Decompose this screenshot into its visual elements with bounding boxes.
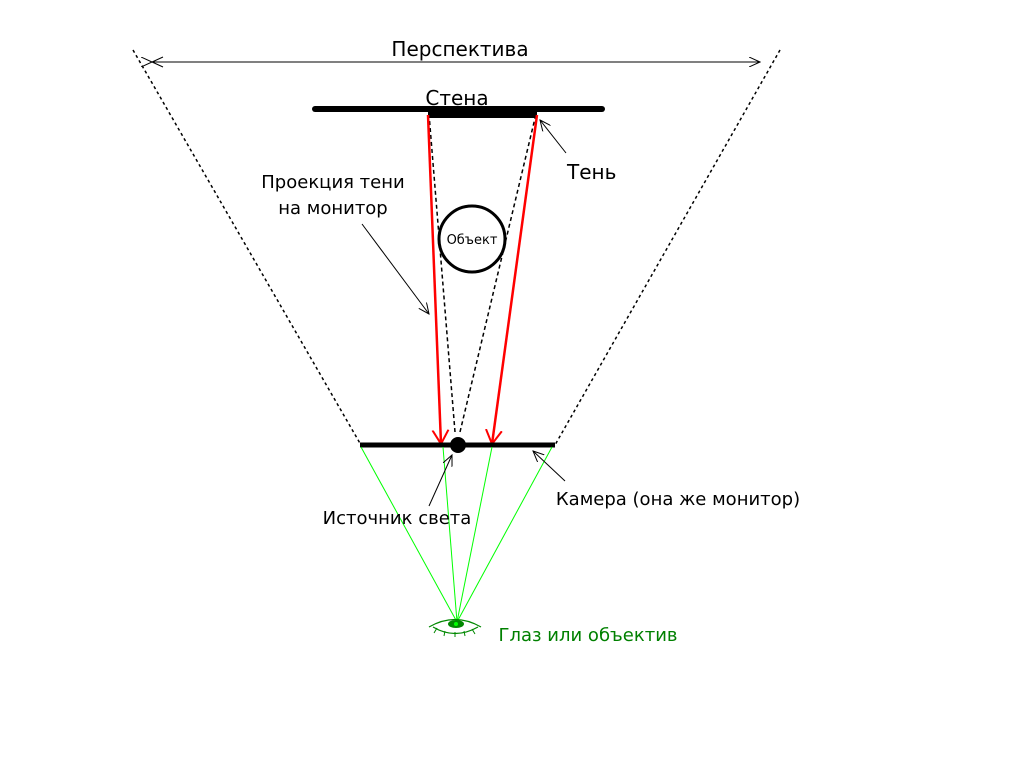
projection-ray-left [426,114,441,444]
perspective-label: Перспектива [391,37,528,61]
eye-label: Глаз или объектив [499,625,678,646]
projection-pointer [361,223,429,314]
light-source-pointer [428,455,452,507]
sight-line [360,446,458,623]
tangent-right [459,113,537,433]
sight-line [456,446,493,623]
projection-label-line1: Проекция тени [261,172,404,193]
shadow-on-wall [428,109,537,118]
camera-label: Камера (она же монитор) [556,489,800,510]
light-source [450,437,466,453]
wall-label: Стена [425,86,488,110]
shadow-pointer [540,120,567,154]
projection-label-line2: на монитор [278,198,388,219]
camera-pointer [533,451,566,482]
frustum-left [132,49,362,446]
eye-icon [428,618,482,637]
projection-ray-right [492,114,539,444]
object-circle [437,204,507,274]
sight-line [456,446,553,623]
sight-lines [360,446,553,623]
sight-line [442,446,458,623]
tangent-left [428,113,456,433]
frustum-right [554,49,781,446]
shadow-label: Тень [566,160,616,184]
light-source-label: Источник света [323,508,472,529]
object-label: Объект [447,233,498,248]
